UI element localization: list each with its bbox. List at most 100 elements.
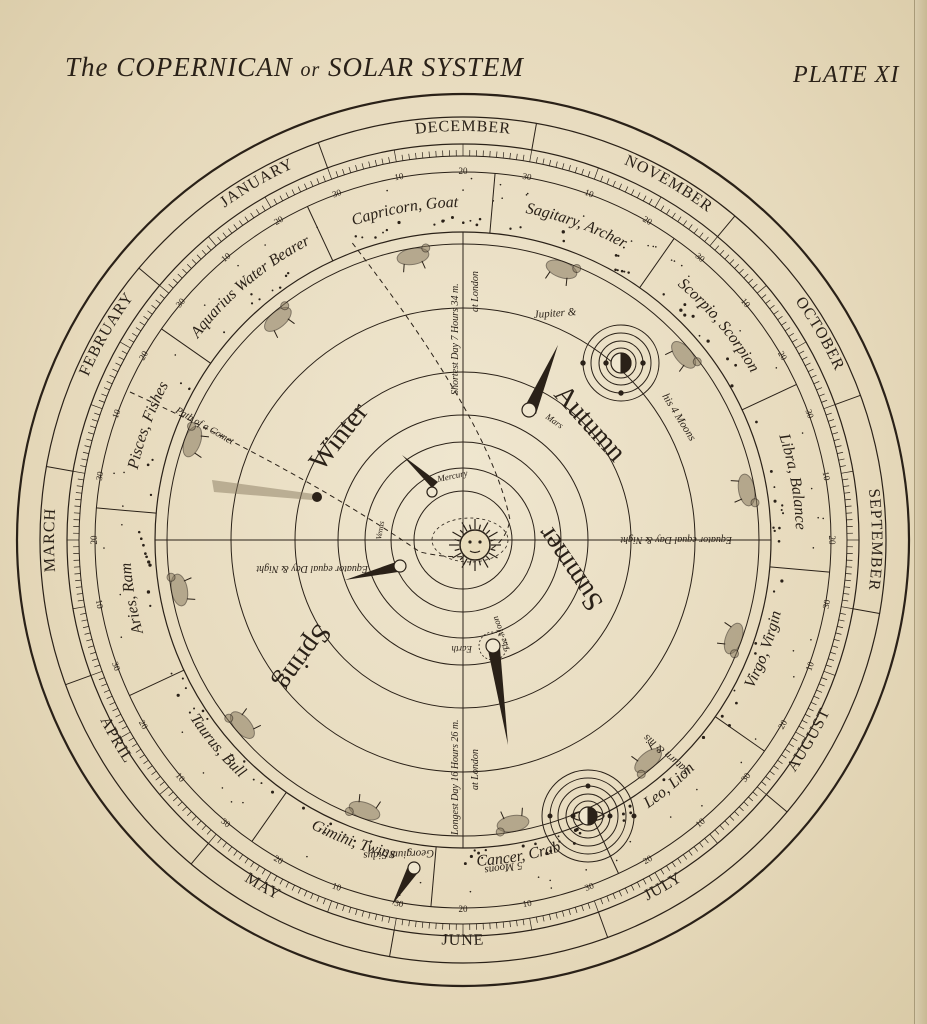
day-tick bbox=[496, 151, 498, 158]
figure-body bbox=[723, 622, 744, 655]
day-tick bbox=[222, 842, 227, 848]
star bbox=[775, 367, 778, 369]
day-tick bbox=[128, 338, 135, 343]
star bbox=[578, 831, 582, 835]
figure-head bbox=[187, 421, 197, 431]
day-tick bbox=[119, 341, 131, 349]
star bbox=[726, 357, 729, 361]
star bbox=[629, 811, 633, 815]
figure-body bbox=[671, 341, 697, 369]
day-tick bbox=[374, 159, 377, 166]
day-tick bbox=[562, 163, 565, 170]
day-tick bbox=[798, 725, 805, 730]
day-tick bbox=[542, 158, 545, 165]
star bbox=[801, 432, 804, 434]
day-number: 10 bbox=[110, 407, 123, 419]
day-tick bbox=[191, 259, 197, 265]
star bbox=[324, 831, 326, 834]
figure-body bbox=[229, 711, 255, 739]
star bbox=[121, 523, 123, 526]
figure-leg bbox=[375, 801, 381, 809]
sun-ray bbox=[454, 548, 460, 552]
day-tick bbox=[807, 708, 814, 712]
star bbox=[193, 707, 196, 710]
star bbox=[433, 223, 436, 226]
star bbox=[170, 672, 173, 675]
day-tick bbox=[201, 249, 207, 255]
star bbox=[562, 239, 566, 243]
day-number: 20 bbox=[641, 214, 654, 227]
month-label: APRIL bbox=[97, 714, 137, 766]
day-tick bbox=[795, 731, 807, 739]
day-number: 10 bbox=[394, 171, 405, 182]
day-tick bbox=[82, 626, 89, 629]
day-tick bbox=[428, 151, 430, 158]
day-tick bbox=[838, 619, 845, 622]
day-tick bbox=[143, 316, 149, 321]
day-tick bbox=[217, 838, 222, 844]
day-tick bbox=[801, 356, 808, 361]
day-tick bbox=[587, 171, 591, 178]
day-tick bbox=[804, 714, 811, 718]
zodiac-separator bbox=[592, 818, 619, 874]
day-tick bbox=[594, 167, 599, 180]
star bbox=[149, 493, 153, 497]
day-tick bbox=[606, 895, 610, 902]
star bbox=[630, 240, 633, 242]
day-tick bbox=[250, 861, 255, 868]
day-tick bbox=[273, 198, 278, 205]
star bbox=[146, 590, 151, 594]
day-tick bbox=[186, 811, 192, 817]
day-tick bbox=[542, 915, 545, 922]
day-tick bbox=[415, 152, 417, 159]
day-tick bbox=[172, 278, 178, 284]
day-tick bbox=[752, 791, 758, 797]
day-tick bbox=[256, 209, 260, 215]
day-tick bbox=[239, 220, 244, 226]
day-tick bbox=[91, 658, 98, 661]
month-separator bbox=[834, 394, 861, 406]
star bbox=[206, 717, 209, 720]
day-tick bbox=[637, 192, 641, 199]
day-number: 20 bbox=[459, 904, 469, 914]
star bbox=[481, 856, 484, 859]
star bbox=[526, 192, 529, 195]
star bbox=[142, 543, 145, 547]
star bbox=[407, 849, 410, 851]
day-tick bbox=[714, 245, 720, 251]
star bbox=[501, 197, 503, 200]
day-number: 20 bbox=[137, 349, 150, 362]
day-tick bbox=[196, 254, 202, 260]
day-tick bbox=[355, 909, 358, 915]
figure-body bbox=[182, 425, 203, 458]
sun-ray bbox=[461, 558, 468, 568]
day-tick bbox=[121, 725, 128, 730]
star bbox=[754, 738, 757, 740]
day-tick bbox=[835, 445, 842, 448]
star bbox=[812, 547, 815, 549]
saturn-moon bbox=[607, 813, 613, 819]
day-tick bbox=[839, 612, 846, 615]
star bbox=[662, 778, 666, 782]
day-tick bbox=[502, 152, 505, 159]
star bbox=[179, 382, 182, 385]
month-label: AUGUST bbox=[784, 705, 834, 774]
day-number: 20 bbox=[272, 214, 285, 227]
star bbox=[621, 812, 625, 816]
day-tick bbox=[261, 205, 266, 212]
figure-leg bbox=[678, 364, 685, 372]
day-tick bbox=[637, 881, 641, 888]
day-tick bbox=[845, 573, 852, 575]
month-label: SEPTEMBER bbox=[865, 488, 885, 592]
star bbox=[230, 801, 233, 803]
star bbox=[469, 890, 472, 893]
day-tick bbox=[74, 505, 81, 507]
label-jupiter: Jupiter & bbox=[533, 306, 577, 321]
day-tick bbox=[327, 900, 332, 913]
sun-mouth bbox=[469, 550, 481, 554]
day-tick bbox=[348, 166, 352, 173]
day-tick bbox=[388, 916, 391, 923]
month-separator bbox=[138, 267, 160, 286]
star bbox=[623, 270, 626, 273]
day-tick bbox=[795, 341, 807, 349]
